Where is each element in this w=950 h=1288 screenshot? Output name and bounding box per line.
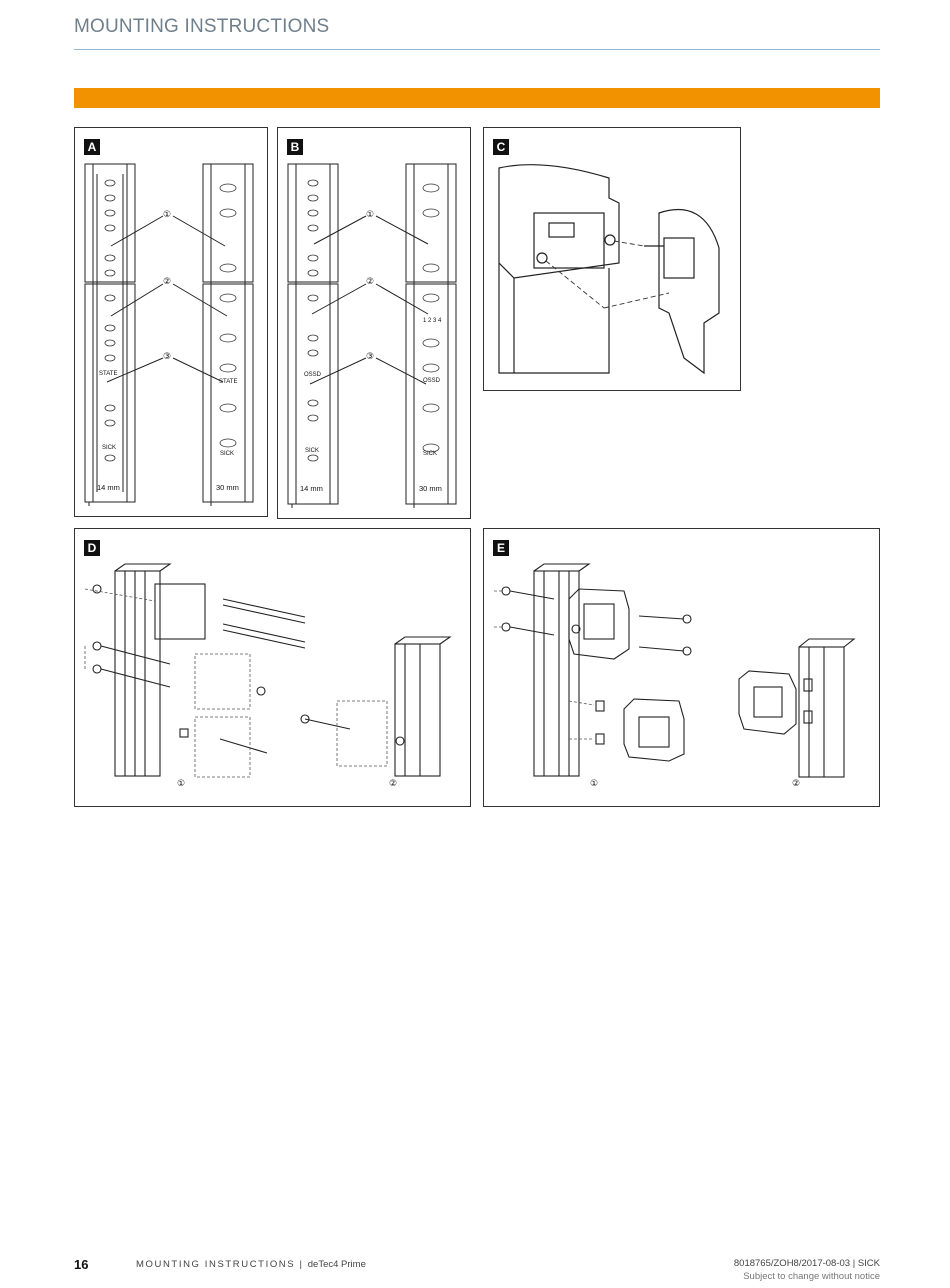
callout-2: ② <box>163 277 172 287</box>
panel-c-label: C <box>493 139 509 155</box>
page-title: MOUNTING INSTRUCTIONS <box>74 16 330 37</box>
callout-1: ① <box>366 210 375 220</box>
callout-3: ③ <box>366 352 375 362</box>
digits-label: 1 2 3 4 <box>423 318 442 324</box>
footer-document-title: MOUNTING INSTRUCTIONS | deTec4 Prime <box>136 1259 366 1270</box>
ossd-label-left: OSSD <box>304 372 322 378</box>
panel-b-illustration <box>287 163 457 508</box>
panel-a-label: A <box>84 139 100 155</box>
panel-e-label: E <box>493 540 509 556</box>
callout-1: ① <box>163 210 172 220</box>
panel-b-label: B <box>287 139 303 155</box>
state-label-left: STATE <box>99 371 118 377</box>
brand-right: SICK <box>220 451 235 457</box>
panel-d-label: D <box>84 540 100 556</box>
footer-doc-label: MOUNTING INSTRUCTIONS <box>136 1259 296 1270</box>
panel-c: C <box>483 127 741 391</box>
panel-d-illustration <box>84 563 452 778</box>
panel-b: B ① ② ③ 1 2 3 4 OSSD O <box>277 127 471 519</box>
dimension-30mm: 30 mm <box>216 483 239 492</box>
callout-2: ② <box>366 277 375 287</box>
sub-figure-1: ① <box>177 779 186 789</box>
footer-product-name: deTec4 Prime <box>307 1259 366 1270</box>
panel-e-illustration <box>494 563 856 778</box>
sub-figure-2: ② <box>792 779 801 789</box>
panel-a: A <box>74 127 268 517</box>
panel-a-illustration <box>84 163 254 506</box>
page-number: 16 <box>74 1257 89 1272</box>
callout-3: ③ <box>163 352 172 362</box>
dimension-30mm: 30 mm <box>419 484 442 493</box>
header-rule <box>74 49 880 50</box>
ossd-label-right: OSSD <box>423 378 441 384</box>
sub-figure-1: ① <box>590 779 599 789</box>
footer-document-id: 8018765/ZOH8/2017-08-03 | SICK <box>733 1258 880 1269</box>
dimension-14mm: 14 mm <box>300 484 323 493</box>
sub-figure-2: ② <box>389 779 398 789</box>
brand-left: SICK <box>102 445 117 451</box>
dimension-14mm: 14 mm <box>97 483 120 492</box>
footer-separator: | <box>295 1259 308 1270</box>
brand-right: SICK <box>423 451 438 457</box>
section-color-bar <box>74 88 880 108</box>
footer-change-notice: Subject to change without notice <box>743 1271 880 1282</box>
panel-e: E ① ② <box>483 528 880 807</box>
panel-d: D ① <box>74 528 471 807</box>
panel-c-illustration <box>498 164 720 375</box>
brand-left: SICK <box>305 448 320 454</box>
state-label-right: STATE <box>219 379 238 385</box>
